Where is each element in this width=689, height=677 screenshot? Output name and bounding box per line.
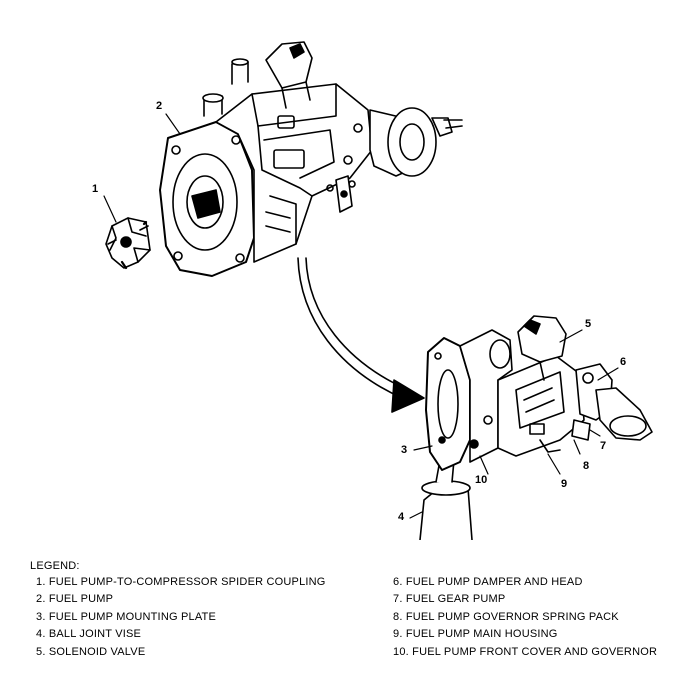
pump-on-vise-drawing (419, 315, 653, 540)
callout-7: 7 (600, 440, 607, 452)
legend-column-right: 6. FUEL PUMP DAMPER AND HEAD 7. FUEL GEA… (393, 574, 657, 661)
legend-item-9: 9. FUEL PUMP MAIN HOUSING (393, 628, 558, 641)
legend-item-1: 1. FUEL PUMP-TO-COMPRESSOR SPIDER COUPLI… (36, 576, 326, 588)
callout-1: 1 (92, 183, 99, 195)
callout-4: 4 (398, 511, 405, 523)
fuel-pump-illustration (103, 41, 653, 540)
fuel-pump-drawing (159, 41, 463, 277)
callout-6: 6 (620, 356, 627, 368)
callout-5: 5 (585, 318, 592, 330)
assembly-arrow (297, 257, 425, 413)
legend-item-7: 7. FUEL GEAR PUMP (393, 593, 506, 606)
legend-column-left: 1. FUEL PUMP-TO-COMPRESSOR SPIDER COUPLI… (36, 574, 326, 661)
legend-item-2: 2. FUEL PUMP (36, 593, 114, 606)
legend-item-6: 6. FUEL PUMP DAMPER AND HEAD (393, 576, 583, 588)
legend-item-10: 10. FUEL PUMP FRONT COVER AND GOVERNOR (393, 645, 658, 658)
callout-3: 3 (401, 444, 408, 456)
legend-item-4: 4. BALL JOINT VISE (36, 628, 142, 641)
callout-2: 2 (156, 100, 163, 112)
spider-coupling-drawing (105, 217, 151, 270)
legend-item-8: 8. FUEL PUMP GOVERNOR SPRING PACK (393, 610, 619, 623)
callout-9: 9 (561, 478, 568, 490)
legend-item-5: 5. SOLENOID VALVE (36, 645, 146, 658)
legend-item-3: 3. FUEL PUMP MOUNTING PLATE (36, 610, 217, 623)
leader-lines (103, 113, 619, 519)
callout-8: 8 (583, 460, 590, 472)
legend-title: LEGEND: (30, 560, 80, 572)
callout-10: 10 (475, 474, 488, 486)
